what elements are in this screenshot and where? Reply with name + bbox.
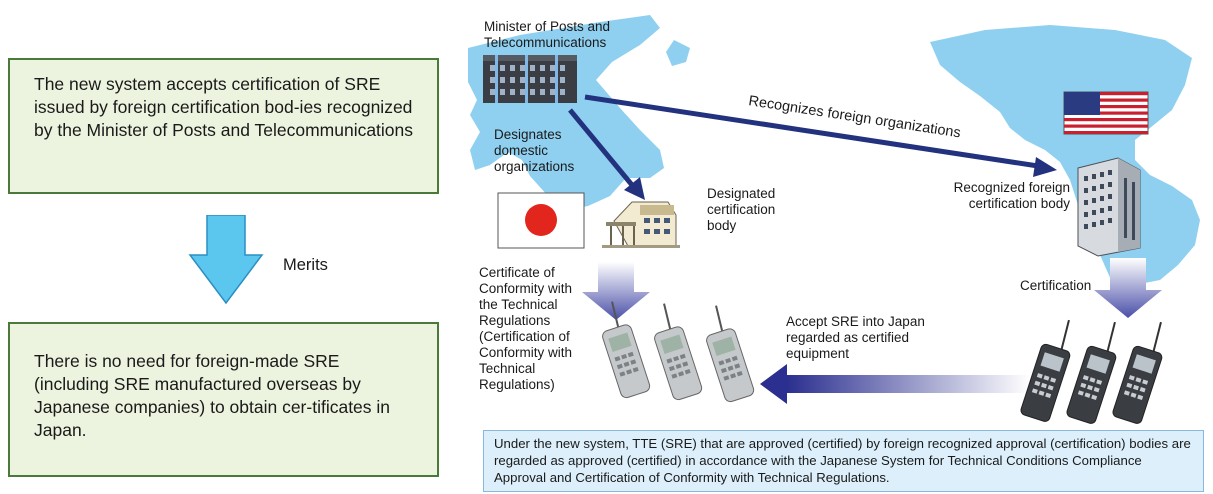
certificate-down-arrow-icon: [582, 262, 650, 320]
japan-flag-icon: [497, 192, 585, 249]
mobile-phone-icon: [1112, 321, 1163, 424]
designated-body-label: Designated certification body: [707, 186, 776, 233]
usa-flag-icon: [1063, 91, 1149, 135]
minister-label: Minister of Posts and Telecommunications: [484, 19, 611, 50]
merits-label: Merits: [283, 256, 328, 274]
merits-detail-box: There is no need for foreign-made SRE (i…: [8, 322, 439, 477]
japan-island-shape: [666, 40, 690, 66]
certification-body-building-icon: [602, 201, 680, 248]
merits-detail-text: There is no need for foreign-made SRE (i…: [34, 351, 391, 440]
recognized-body-label: Recognized foreign certification body: [953, 180, 1070, 211]
accept-sre-arrow: [760, 364, 1030, 404]
mobile-phone-icon: [602, 301, 651, 399]
certificate-label: Certificate of Conformity with the Techn…: [479, 265, 573, 392]
mobile-phone-icon: [1020, 319, 1071, 422]
new-system-note: Under the new system, TTE (SRE) that are…: [483, 430, 1204, 492]
new-system-summary-text: The new system accepts certification of …: [34, 74, 414, 140]
certification-label: Certification: [1020, 278, 1092, 293]
recognizes-label: Recognizes foreign organizations: [747, 93, 961, 141]
mobile-phone-icon: [706, 305, 755, 403]
certification-down-arrow-icon: [1094, 258, 1162, 318]
designates-label: Designates domestic organizations: [494, 127, 575, 174]
foreign-office-tower-icon: [1077, 157, 1141, 257]
new-system-summary-box: The new system accepts certification of …: [8, 58, 439, 194]
designates-arrow: [568, 108, 645, 200]
mobile-phone-icon: [654, 303, 703, 401]
accept-label: Accept SRE into Japan regarded as certif…: [786, 314, 925, 361]
new-system-note-text: Under the new system, TTE (SRE) that are…: [494, 436, 1191, 485]
ministry-building-icon: [483, 55, 577, 103]
recognizes-arrow: [584, 94, 1057, 177]
mobile-phone-icon: [1066, 321, 1117, 424]
merits-down-arrow-icon: [188, 215, 264, 305]
